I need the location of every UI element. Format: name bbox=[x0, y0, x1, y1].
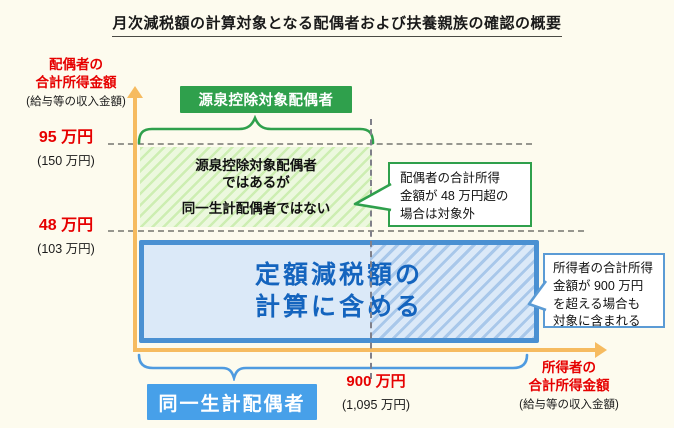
green-region-not-same-livelihood: 源泉控除対象配偶者 ではあるが 同一生計配偶者ではない bbox=[140, 147, 372, 227]
tax-reduction-line1: 定額減税額の bbox=[254, 261, 423, 290]
gridline-48 bbox=[108, 230, 584, 232]
y-axis-subtitle: (給与等の収入金額) bbox=[26, 95, 126, 108]
y-axis-title-line1: 配偶者の bbox=[49, 57, 103, 72]
x-axis-title-line1: 所得者の bbox=[542, 360, 596, 375]
y-axis-title: 配偶者の 合計所得金額 (給与等の収入金額) bbox=[14, 56, 138, 109]
spouse-income-callout-line3: 場合は対象外 bbox=[400, 207, 476, 222]
tax-reduction-box-text: 定額減税額の 計算に含める bbox=[144, 245, 534, 338]
gridline-900-vertical bbox=[370, 119, 372, 379]
x-tick-900-sub: (1,095 万円) bbox=[341, 397, 411, 412]
taxpayer-income-callout-line3: を超える場合も bbox=[553, 296, 641, 311]
green-region-line3: 同一生計配偶者ではない bbox=[181, 200, 331, 216]
taxpayer-income-callout: 所得者の合計所得 金額が 900 万円 を超える場合も 対象に含まれる bbox=[543, 253, 665, 328]
withholding-brace-icon bbox=[137, 115, 375, 145]
title-row: 月次減税額の計算対象となる配偶者および扶養親族の確認の概要 bbox=[0, 12, 674, 37]
taxpayer-income-callout-pointer-icon bbox=[527, 280, 547, 312]
x-tick-900-value: 900 万円 bbox=[346, 373, 406, 390]
y-axis-line bbox=[133, 96, 137, 352]
tax-reduction-box-hatch bbox=[370, 245, 534, 338]
spouse-income-callout-line2: 金額が 48 万円超の bbox=[400, 189, 509, 204]
green-region-line1: 源泉控除対象配偶者 bbox=[195, 157, 317, 173]
gridline-95 bbox=[108, 143, 532, 145]
y-tick-48-sub: (103 万円) bbox=[37, 241, 95, 256]
y-axis-arrow-icon bbox=[127, 86, 143, 98]
y-axis-title-line2: 合計所得金額 bbox=[35, 74, 117, 90]
y-tick-95: 95 万円 (150 万円) bbox=[18, 129, 114, 169]
x-axis-subtitle: (給与等の収入金額) bbox=[519, 398, 619, 411]
y-tick-95-value: 95 万円 bbox=[38, 129, 94, 146]
same-livelihood-spouse-label: 同一生計配偶者 bbox=[147, 384, 317, 420]
green-region-line2: ではあるが bbox=[222, 175, 290, 191]
taxpayer-income-callout-line2: 金額が 900 万円 bbox=[553, 278, 644, 293]
x-axis-title-line2: 合計所得金額 bbox=[528, 377, 610, 393]
spouse-income-callout-pointer-icon bbox=[353, 182, 392, 212]
x-axis-arrow-icon bbox=[595, 342, 607, 358]
x-axis-line bbox=[133, 348, 597, 352]
tax-reduction-line2: 計算に含める bbox=[254, 292, 423, 321]
taxpayer-income-callout-line1: 所得者の合計所得 bbox=[553, 261, 654, 275]
same-livelihood-brace-icon bbox=[137, 353, 529, 381]
taxpayer-income-callout-line4: 対象に含まれる bbox=[553, 314, 641, 329]
x-tick-900: 900 万円 (1,095 万円) bbox=[324, 373, 428, 413]
x-axis-title: 所得者の 合計所得金額 (給与等の収入金額) bbox=[503, 359, 635, 412]
page-title: 月次減税額の計算対象となる配偶者および扶養親族の確認の概要 bbox=[112, 12, 562, 37]
y-tick-48: 48 万円 (103 万円) bbox=[18, 217, 114, 257]
spouse-income-callout: 配偶者の合計所得 金額が 48 万円超の 場合は対象外 bbox=[388, 162, 532, 227]
y-tick-95-sub: (150 万円) bbox=[37, 153, 95, 168]
tax-reduction-box: 定額減税額の 計算に含める bbox=[139, 240, 539, 343]
y-tick-48-value: 48 万円 bbox=[38, 217, 94, 234]
spouse-income-callout-line1: 配偶者の合計所得 bbox=[400, 171, 501, 185]
withholding-spouse-label: 源泉控除対象配偶者 bbox=[180, 86, 352, 113]
